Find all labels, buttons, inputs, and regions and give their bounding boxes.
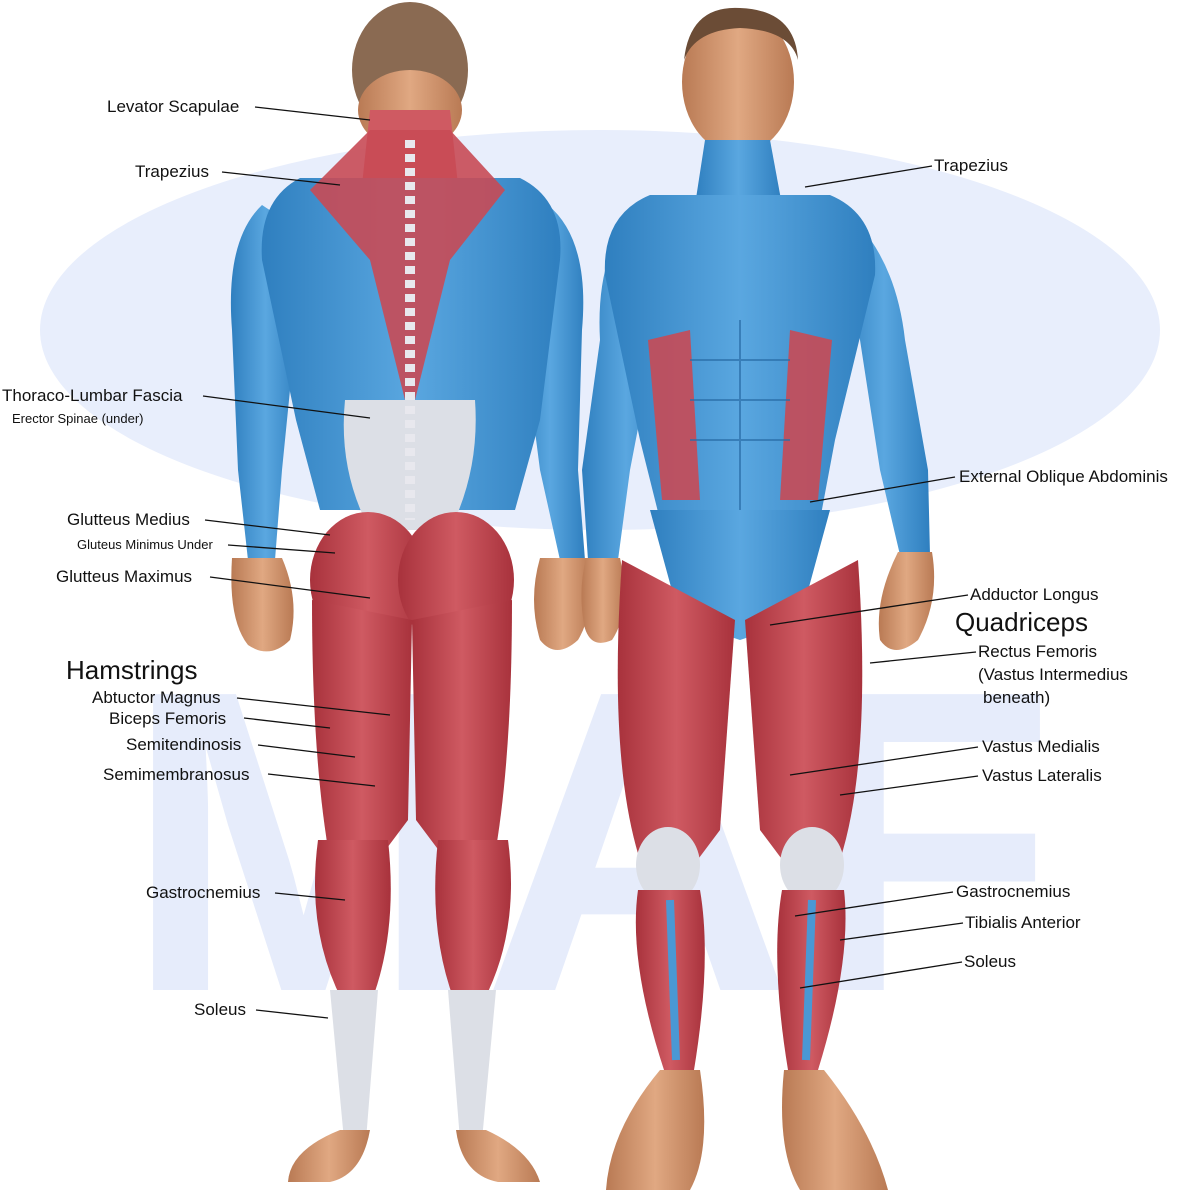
label-external-oblique: External Oblique Abdominis bbox=[959, 467, 1168, 486]
label-vastus-intermedius: (Vastus Intermedius bbox=[978, 665, 1128, 684]
front-left-foot bbox=[606, 1070, 705, 1190]
label-quadriceps: Quadriceps bbox=[955, 607, 1088, 637]
front-oblique-left bbox=[648, 330, 700, 500]
back-figure bbox=[230, 2, 592, 1182]
label-biceps-femoris: Biceps Femoris bbox=[109, 709, 227, 728]
back-right-calf bbox=[435, 840, 511, 1000]
label-soleus-back: Soleus bbox=[194, 1000, 246, 1019]
front-left-hand bbox=[581, 558, 625, 643]
back-left-calf bbox=[315, 840, 391, 1000]
front-figure bbox=[581, 7, 935, 1190]
label-gastrocnemius-front: Gastrocnemius bbox=[956, 882, 1071, 901]
front-right-hand bbox=[878, 552, 935, 650]
back-trapezius bbox=[310, 130, 505, 400]
front-left-thigh bbox=[617, 560, 735, 870]
back-left-shin bbox=[330, 990, 378, 1140]
label-vastus-lateralis: Vastus Lateralis bbox=[982, 766, 1102, 785]
label-trapezius-front: Trapezius bbox=[934, 156, 1009, 175]
label-rectus-femoris: Rectus Femoris bbox=[978, 642, 1098, 661]
label-gastrocnemius-back: Gastrocnemius bbox=[146, 883, 261, 902]
back-left-thigh bbox=[312, 600, 412, 860]
label-levator-scapulae: Levator Scapulae bbox=[107, 97, 240, 116]
front-head bbox=[682, 10, 794, 154]
label-gluteus-minimus: Gluteus Minimus Under bbox=[77, 537, 213, 552]
label-vastus-medialis: Vastus Medialis bbox=[982, 737, 1100, 756]
label-glutteus-medius: Glutteus Medius bbox=[67, 510, 190, 529]
watermark-text: MAF bbox=[124, 602, 1055, 1082]
back-right-shin bbox=[448, 990, 496, 1140]
back-right-foot bbox=[456, 1130, 540, 1182]
label-soleus-front: Soleus bbox=[964, 952, 1016, 971]
front-right-foot bbox=[782, 1070, 888, 1190]
label-adductor-longus: Adductor Longus bbox=[970, 585, 1099, 604]
front-right-thigh bbox=[745, 560, 863, 870]
label-tibialis-anterior: Tibialis Anterior bbox=[965, 913, 1081, 932]
label-hamstrings: Hamstrings bbox=[66, 655, 198, 685]
label-thoraco-lumbar-fascia: Thoraco-Lumbar Fascia bbox=[2, 386, 183, 405]
back-left-foot bbox=[288, 1130, 370, 1182]
front-oblique-right bbox=[780, 330, 832, 500]
label-abtuctor-magnus: Abtuctor Magnus bbox=[92, 688, 221, 707]
label-erector-spinae: Erector Spinae (under) bbox=[12, 411, 144, 426]
label-semimembranosus: Semimembranosus bbox=[103, 765, 250, 784]
label-vastus-intermedius-beneath: beneath) bbox=[983, 688, 1051, 707]
front-neck bbox=[695, 140, 782, 205]
label-glutteus-maximus: Glutteus Maximus bbox=[56, 567, 193, 586]
leader-lines bbox=[202, 106, 979, 1019]
back-right-hand bbox=[534, 558, 592, 650]
back-right-thigh bbox=[412, 600, 512, 860]
label-trapezius-back: Trapezius bbox=[135, 162, 210, 181]
label-semitendinosis: Semitendinosis bbox=[126, 735, 242, 754]
